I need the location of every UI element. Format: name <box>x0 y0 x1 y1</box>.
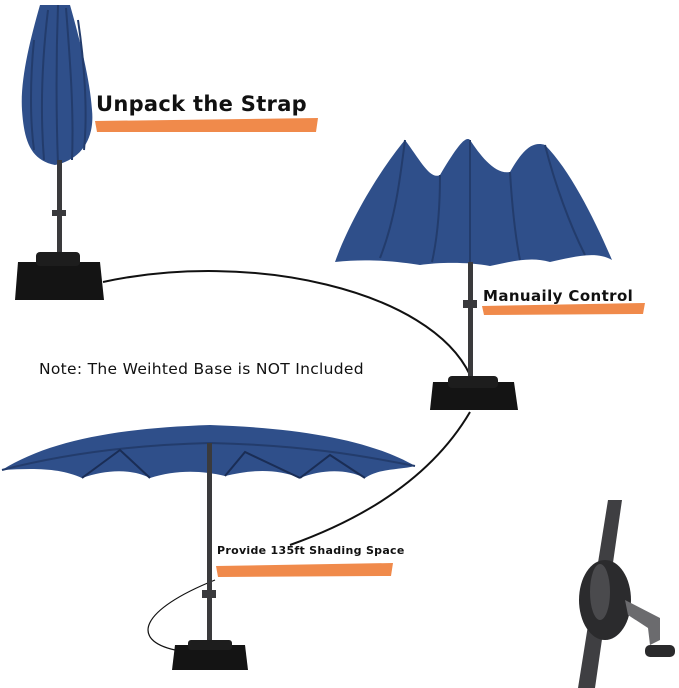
closed-umbrella-icon <box>15 4 104 300</box>
step2-label: Manuaily Control <box>483 287 634 305</box>
highlight-bar-2 <box>482 303 645 315</box>
step1-label: Unpack the Strap <box>96 92 307 116</box>
highlight-bar-1 <box>95 118 318 132</box>
crank-handle-icon <box>578 500 675 688</box>
half-open-umbrella-icon <box>335 139 612 410</box>
step3-label: Provide 135ft Shading Space <box>217 544 405 557</box>
note-label: Note: The Weihted Base is NOT Included <box>39 360 364 378</box>
connector-curve-3 <box>147 579 216 651</box>
connector-curve-2 <box>289 411 471 546</box>
open-umbrella-icon <box>1 425 416 670</box>
highlight-bar-3 <box>216 563 393 577</box>
connector-curve-1 <box>102 270 471 376</box>
